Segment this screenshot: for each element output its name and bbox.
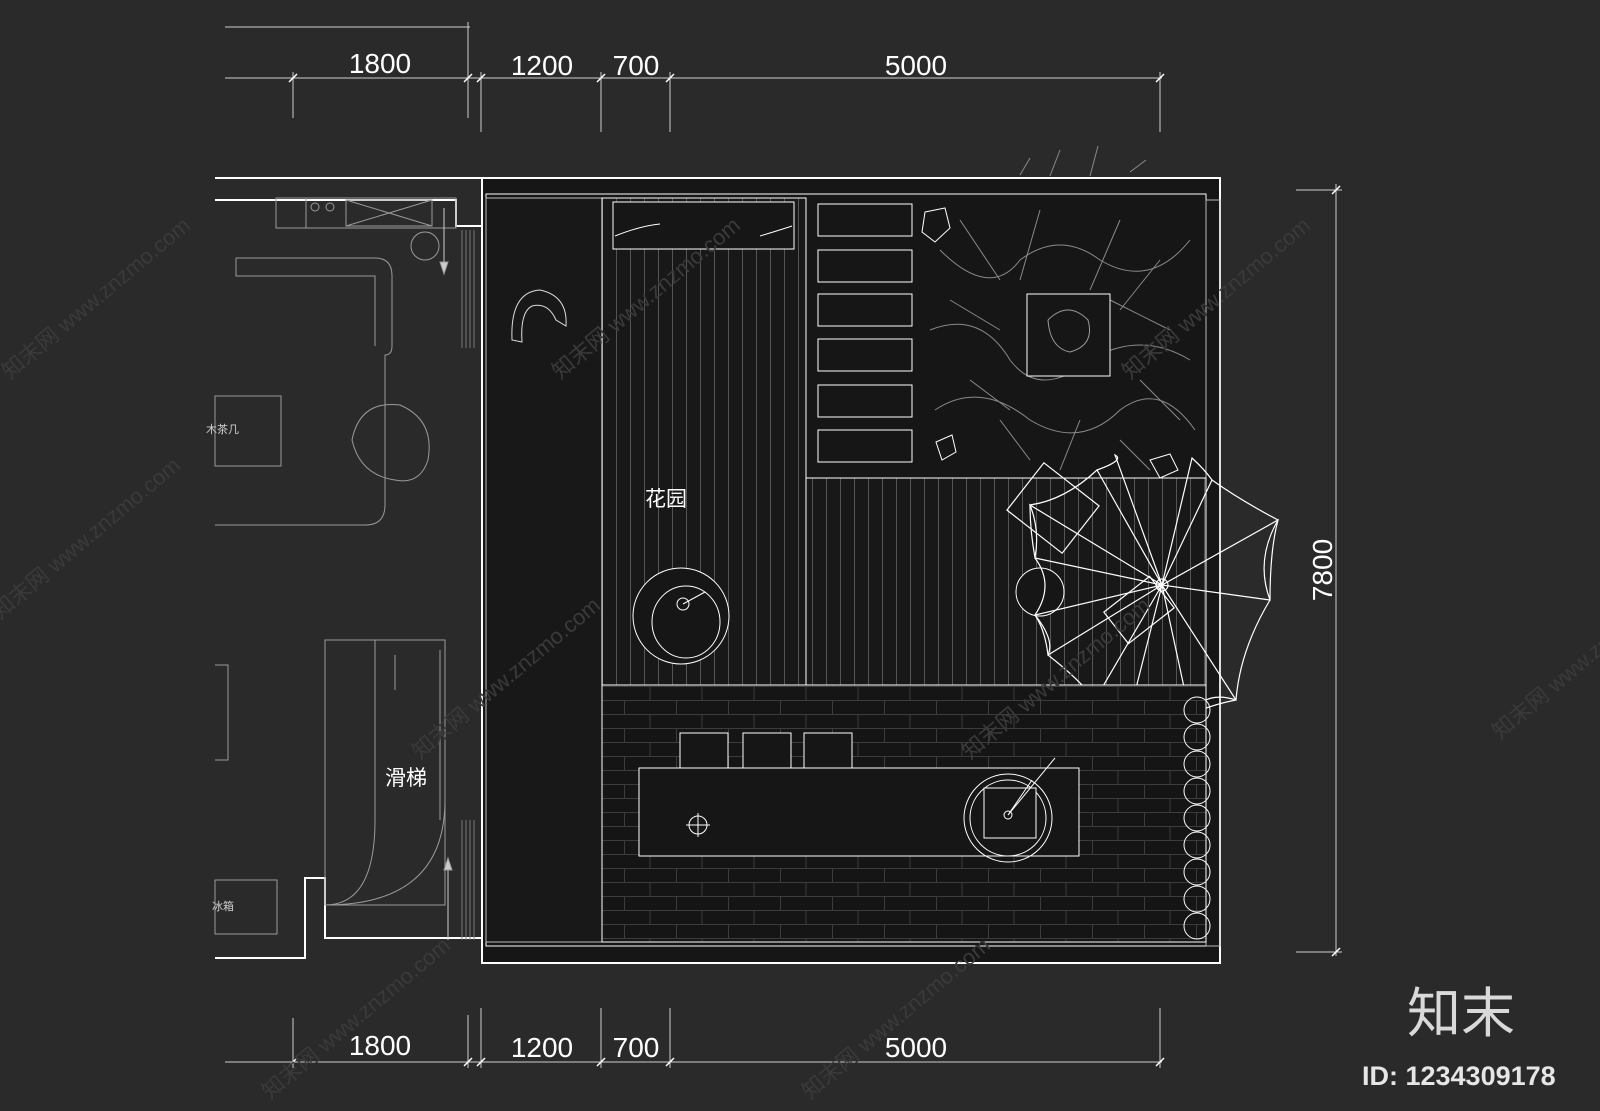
top-dim-1800: 1800: [349, 48, 411, 79]
top-dim-5000: 5000: [885, 50, 947, 81]
brand-logo: 知末: [1407, 982, 1515, 1045]
bottom-dim-1200: 1200: [511, 1032, 573, 1063]
bottom-dim-5000: 5000: [885, 1032, 947, 1063]
bottom-dim-1800: 1800: [349, 1030, 411, 1061]
top-dim-1200: 1200: [511, 50, 573, 81]
right-dimension-line: [1296, 184, 1342, 957]
garden-label: 花园: [645, 487, 687, 511]
bottom-dim-700: 700: [613, 1032, 660, 1063]
ground-cover-plants: [929, 145, 1196, 471]
top-dim-700: 700: [613, 50, 660, 81]
bottom-dimension-line: [225, 1008, 1165, 1068]
shrub-hedge: [1183, 696, 1211, 940]
image-id: ID: 1234309178: [1362, 1061, 1556, 1091]
fridge-label: 冰箱: [212, 899, 234, 913]
slide-label: 滑梯: [385, 766, 427, 790]
top-dimension-line: [225, 22, 1165, 132]
garden-terrace: [481, 145, 1279, 964]
right-dim-7800: 7800: [1307, 539, 1338, 601]
tea-table-label: 木茶几: [206, 423, 239, 436]
tea-table: [214, 395, 282, 467]
